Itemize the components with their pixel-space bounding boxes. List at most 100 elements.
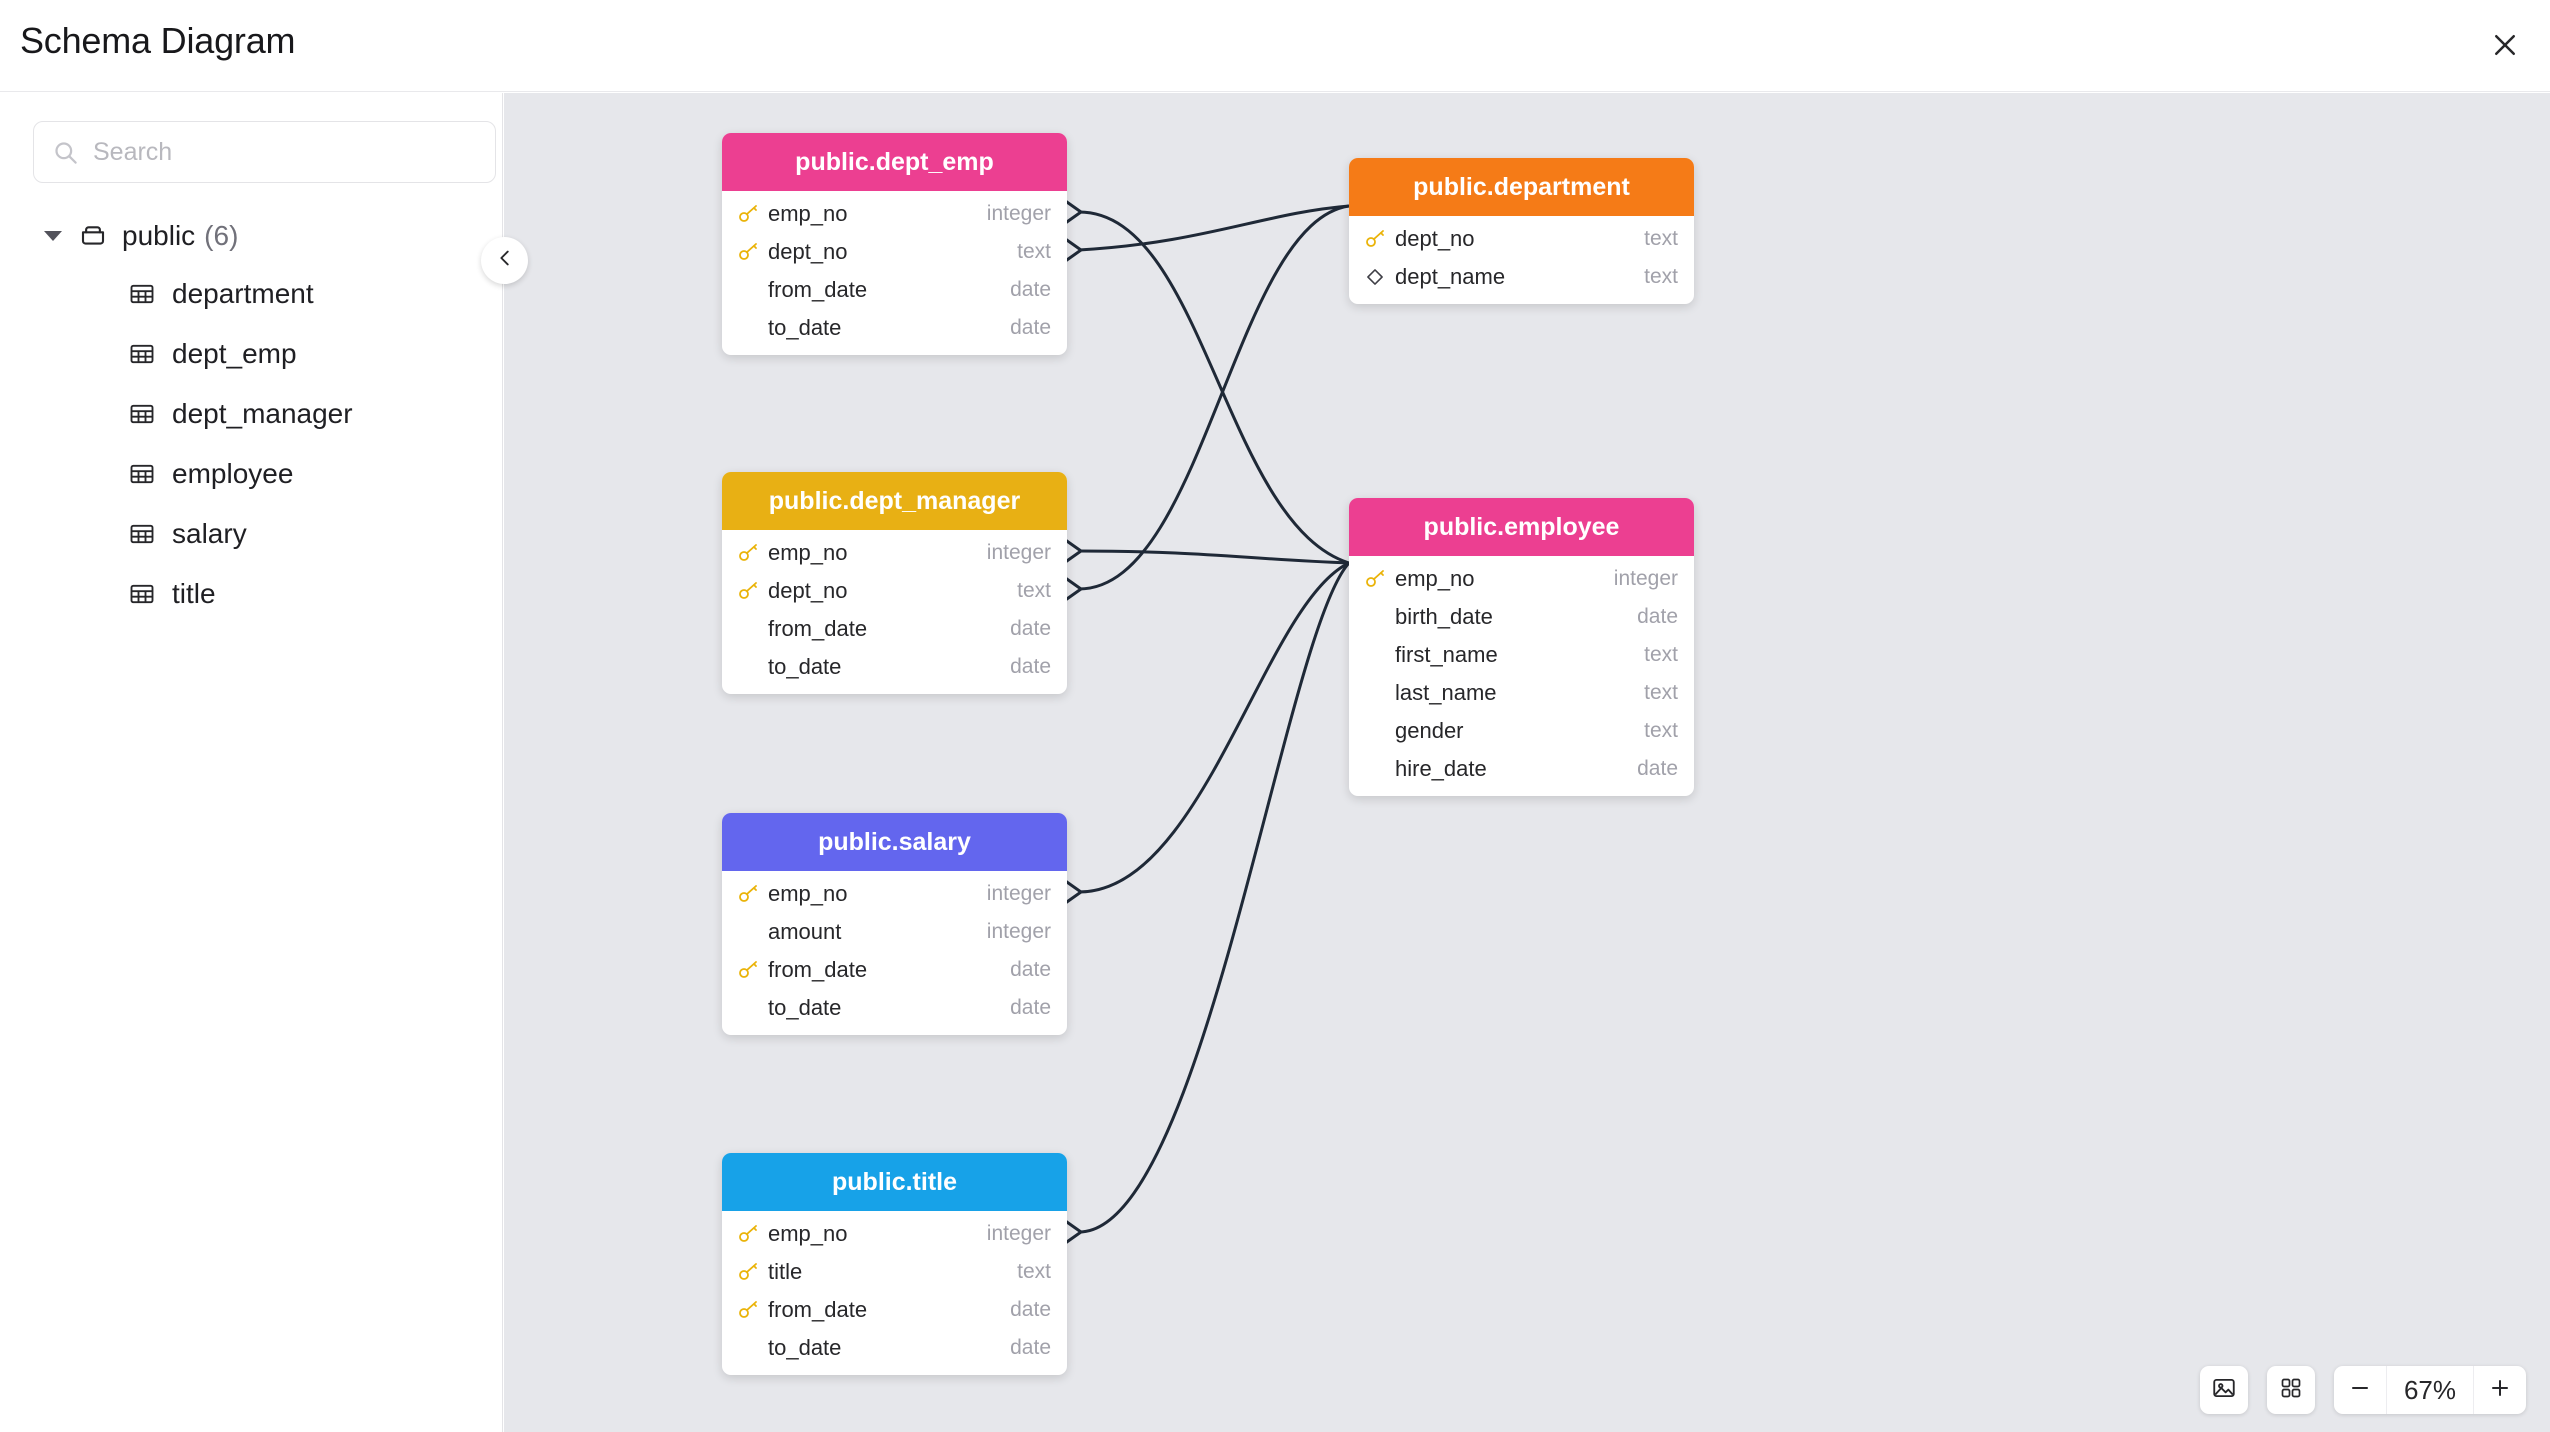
column-row[interactable]: first_name text [1349,636,1694,674]
column-type: date [1010,617,1051,640]
grid-icon [2279,1376,2303,1405]
column-type: integer [986,202,1051,225]
app-header: Schema Diagram [0,0,2550,92]
column-row[interactable]: to_date date [722,309,1067,347]
column-row[interactable]: from_date date [722,610,1067,648]
column-name: last_name [1395,680,1497,705]
column-type: date [1010,1336,1051,1359]
column-row[interactable]: emp_no integer [1349,560,1694,598]
table-node-dept_emp[interactable]: public.dept_emp emp_no integer dept_no t… [722,133,1067,355]
column-row[interactable]: dept_no text [1349,220,1694,258]
sidebar-item-dept-emp[interactable]: dept_emp [0,324,503,384]
column-row[interactable]: birth_date date [1349,598,1694,636]
table-node-header: public.department [1349,158,1694,216]
tree-schema-public[interactable]: public (6) [0,208,503,264]
sidebar-item-label: salary [172,518,247,549]
column-name: dept_no [768,239,848,264]
table-node-title[interactable]: public.title emp_no integer title text [722,1153,1067,1375]
sidebar-item-employee[interactable]: employee [0,444,503,504]
table-node-columns: emp_no integer birth_date date first_nam… [1349,556,1694,796]
chevron-down-icon[interactable] [44,231,62,241]
column-type: date [1010,316,1051,339]
column-row[interactable]: title text [722,1253,1067,1291]
close-button[interactable] [2474,14,2536,76]
layout-button[interactable] [2267,1366,2315,1414]
table-icon [128,580,156,608]
diagram-canvas[interactable]: public.dept_emp emp_no integer dept_no t… [504,93,2550,1432]
table-icon [128,520,156,548]
table-node-header: public.salary [722,813,1067,871]
page-title: Schema Diagram [20,20,296,61]
sidebar-item-department[interactable]: department [0,264,503,324]
column-name: from_date [768,1297,868,1322]
table-icon [128,340,156,368]
export-image-button[interactable] [2200,1366,2248,1414]
column-row[interactable]: gender text [1349,712,1694,750]
column-type: text [1644,643,1678,666]
key-icon [736,1260,760,1284]
table-node-columns: emp_no integer amount integer from_date … [722,871,1067,1035]
column-name: title [768,1259,803,1284]
table-node-title: public.department [1413,172,1630,201]
table-node-salary[interactable]: public.salary emp_no integer amount inte… [722,813,1067,1035]
column-row[interactable]: emp_no integer [722,875,1067,913]
column-name: from_date [768,957,868,982]
table-node-columns: dept_no text dept_name text [1349,216,1694,304]
search-input[interactable] [93,137,477,167]
column-name: gender [1395,718,1464,743]
edge-title-employee [1078,561,1351,1234]
table-node-department[interactable]: public.department dept_no text dept_name… [1349,158,1694,304]
column-row[interactable]: from_date date [722,1291,1067,1329]
minus-icon [2348,1376,2372,1405]
sidebar-item-dept-manager[interactable]: dept_manager [0,384,503,444]
table-node-header: public.title [722,1153,1067,1211]
table-node-columns: emp_no integer dept_no text from_date da… [722,530,1067,694]
key-icon [736,1222,760,1246]
edge-dept_emp-employee [1078,210,1350,565]
column-row[interactable]: emp_no integer [722,1215,1067,1253]
column-row[interactable]: dept_no text [722,233,1067,271]
column-row[interactable]: to_date date [722,648,1067,686]
column-type: date [1010,958,1051,981]
edge-dept_manager-employee [1078,549,1350,565]
column-type: integer [986,882,1051,905]
column-row[interactable]: last_name text [1349,674,1694,712]
table-icon [128,400,156,428]
key-icon [1363,567,1387,591]
table-node-title: public.dept_manager [768,486,1021,515]
sidebar-item-label: title [172,578,216,609]
table-node-title: public.salary [818,827,971,856]
column-row[interactable]: dept_no text [722,572,1067,610]
column-name: hire_date [1395,756,1487,781]
sidebar-item-salary[interactable]: salary [0,504,503,564]
column-name: amount [768,919,842,944]
table-node-employee[interactable]: public.employee emp_no integer birth_dat… [1349,498,1694,796]
column-row[interactable]: emp_no integer [722,195,1067,233]
column-name: to_date [768,654,842,679]
column-row[interactable]: dept_name text [1349,258,1694,296]
column-row[interactable]: hire_date date [1349,750,1694,788]
zoom-in-button[interactable] [2474,1366,2526,1414]
table-node-header: public.dept_emp [722,133,1067,191]
column-name: emp_no [768,201,848,226]
sidebar-collapse-button[interactable] [481,237,528,284]
column-row[interactable]: to_date date [722,989,1067,1027]
edge-dept_emp-department [1078,204,1350,252]
sidebar: public (6) department [0,93,503,1432]
column-name: emp_no [768,1221,848,1246]
column-row[interactable]: emp_no integer [722,534,1067,572]
column-row[interactable]: amount integer [722,913,1067,951]
column-name: emp_no [1395,566,1475,591]
search-box[interactable] [33,121,496,183]
column-name: from_date [768,616,868,641]
zoom-out-button[interactable] [2334,1366,2386,1414]
canvas-toolbar: 67% [2200,1366,2526,1414]
image-icon [2211,1375,2237,1406]
column-row[interactable]: from_date date [722,271,1067,309]
column-row[interactable]: to_date date [722,1329,1067,1367]
table-node-dept_manager[interactable]: public.dept_manager emp_no integer dept_… [722,472,1067,694]
sidebar-item-title[interactable]: title [0,564,503,624]
column-row[interactable]: from_date date [722,951,1067,989]
column-name: from_date [768,277,868,302]
